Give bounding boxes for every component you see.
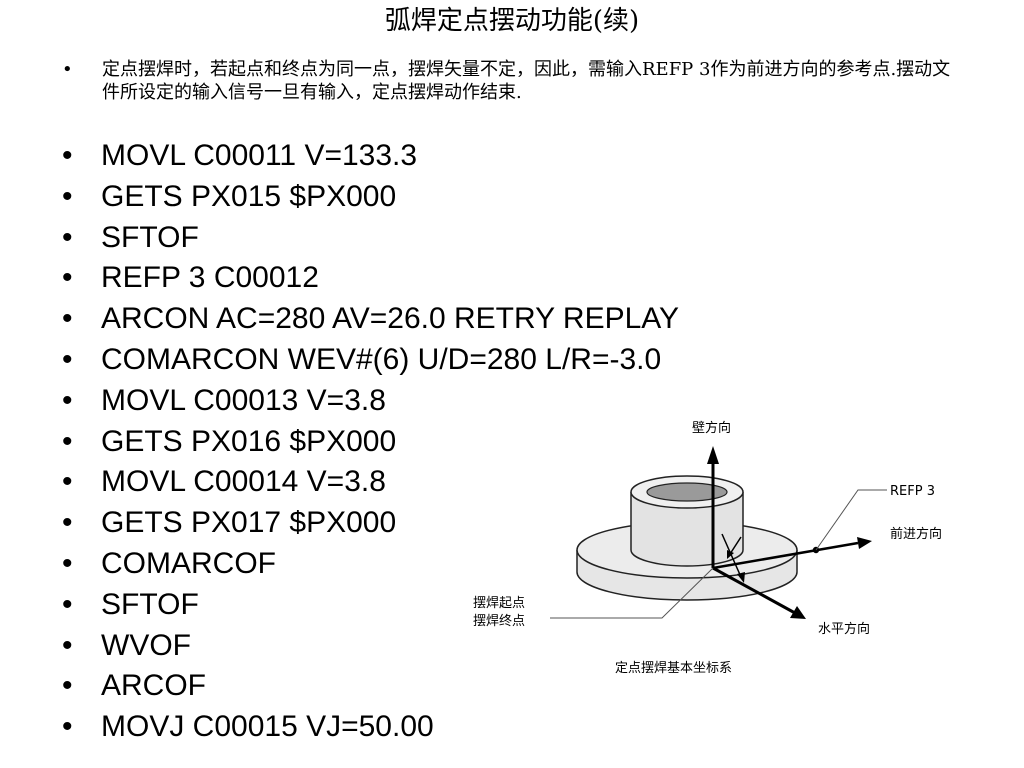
weave-vector-arrow bbox=[729, 536, 742, 555]
forward-direction-label: 前进方向 bbox=[890, 526, 942, 542]
bullet-dot: • bbox=[62, 546, 73, 580]
horizontal-direction-arrowhead bbox=[790, 606, 806, 619]
code-line: • GETS PX016 $PX000 bbox=[62, 422, 679, 463]
code-line-text: SFTOF bbox=[101, 587, 199, 621]
weave-point-leader-line bbox=[550, 567, 714, 619]
intro-bullet: • bbox=[62, 59, 73, 80]
code-line-text: SFTOF bbox=[101, 220, 199, 254]
code-line: • MOVJ C00015 VJ=50.00 bbox=[62, 707, 679, 748]
code-line-text: MOVL C00013 V=3.8 bbox=[101, 383, 386, 417]
code-line-text: GETS PX016 $PX000 bbox=[101, 424, 397, 458]
bullet-dot: • bbox=[62, 506, 73, 540]
code-line: • WVOF bbox=[62, 626, 679, 667]
forward-direction-axis bbox=[712, 541, 859, 570]
code-line: • SFTOF bbox=[62, 218, 679, 259]
weave-vector-arrowhead bbox=[737, 572, 745, 583]
code-line-text: GETS PX015 $PX000 bbox=[101, 179, 397, 213]
bullet-dot: • bbox=[62, 139, 73, 172]
bullet-dot: • bbox=[62, 342, 73, 376]
code-line: • ARCON AC=280 AV=26.0 RETRY REPLAY bbox=[62, 299, 679, 340]
bullet-dot: • bbox=[62, 179, 73, 213]
weave-start-label: 摆焊起点 bbox=[473, 595, 525, 611]
cylinder-body bbox=[630, 492, 744, 567]
code-line: • GETS PX017 $PX000 bbox=[62, 503, 679, 544]
code-line: • GETS PX015 $PX000 bbox=[62, 177, 679, 218]
bullet-dot: • bbox=[62, 465, 73, 499]
cylinder-hole bbox=[646, 482, 728, 502]
horizontal-direction-axis bbox=[712, 566, 796, 615]
bullet-dot: • bbox=[62, 383, 73, 417]
code-line-text: MOVL C00011 V=133.3 bbox=[101, 139, 418, 172]
code-line: • ARCOF bbox=[62, 666, 679, 707]
wall-direction-arrowhead bbox=[707, 446, 719, 464]
code-line-text: COMARCON WEV#(6) U/D=280 L/R=-3.0 bbox=[101, 342, 662, 376]
bullet-dot: • bbox=[62, 669, 73, 703]
code-line-text: REFP 3 C00012 bbox=[101, 261, 319, 295]
code-line: • COMARCON WEV#(6) U/D=280 L/R=-3.0 bbox=[62, 340, 679, 381]
code-line-text: WVOF bbox=[101, 628, 191, 662]
code-line-text: COMARCOF bbox=[101, 546, 276, 580]
code-line: • MOVL C00014 V=3.8 bbox=[62, 462, 679, 503]
code-line: • COMARCOF bbox=[62, 544, 679, 585]
weave-coordinate-diagram: 壁方向 REFP 3 前进方向 摆焊起点 摆焊终点 水平方向 定点摆焊基本坐标系 bbox=[473, 420, 942, 676]
refp3-label: REFP 3 bbox=[890, 484, 935, 499]
bullet-dot: • bbox=[62, 628, 73, 662]
code-line-text: MOVL C00014 V=3.8 bbox=[101, 465, 386, 499]
bullet-dot: • bbox=[62, 710, 73, 744]
intro-paragraph: • 定点摆焊时，若起点和终点为同一点，摆焊矢量不定，因此，需输入REFP 3作为… bbox=[62, 58, 962, 104]
code-line: • MOVL C00011 V=133.3 bbox=[62, 136, 679, 177]
weave-vector-arrowhead bbox=[727, 550, 734, 559]
code-line: • SFTOF bbox=[62, 585, 679, 626]
wall-direction-label: 壁方向 bbox=[692, 420, 731, 436]
code-line-text: ARCON AC=280 AV=26.0 RETRY REPLAY bbox=[101, 302, 680, 336]
code-line-text: MOVJ C00015 VJ=50.00 bbox=[101, 710, 434, 744]
code-line-text: GETS PX017 $PX000 bbox=[101, 506, 397, 540]
horizontal-direction-label: 水平方向 bbox=[818, 621, 870, 637]
code-line-text: ARCOF bbox=[101, 669, 206, 703]
bullet-dot: • bbox=[62, 220, 73, 254]
refp3-leader-line bbox=[815, 489, 887, 551]
slide-title: 弧焊定点摆动功能(续) bbox=[384, 6, 640, 36]
weave-end-label: 摆焊终点 bbox=[473, 613, 525, 629]
diagram-caption: 定点摆焊基本坐标系 bbox=[615, 660, 732, 676]
weave-vector-arrow bbox=[721, 533, 742, 578]
bullet-dot: • bbox=[62, 587, 73, 621]
bullet-dot: • bbox=[62, 261, 73, 295]
code-line: • REFP 3 C00012 bbox=[62, 258, 679, 299]
intro-text: 定点摆焊时，若起点和终点为同一点，摆焊矢量不定，因此，需输入REFP 3作为前进… bbox=[102, 59, 951, 103]
code-line: • MOVL C00013 V=3.8 bbox=[62, 381, 679, 422]
bullet-dot: • bbox=[62, 302, 73, 336]
job-code-list: • MOVL C00011 V=133.3 • GETS PX015 $PX000 • S… bbox=[62, 136, 679, 748]
forward-direction-arrowhead bbox=[857, 537, 872, 549]
bullet-dot: • bbox=[62, 424, 73, 458]
